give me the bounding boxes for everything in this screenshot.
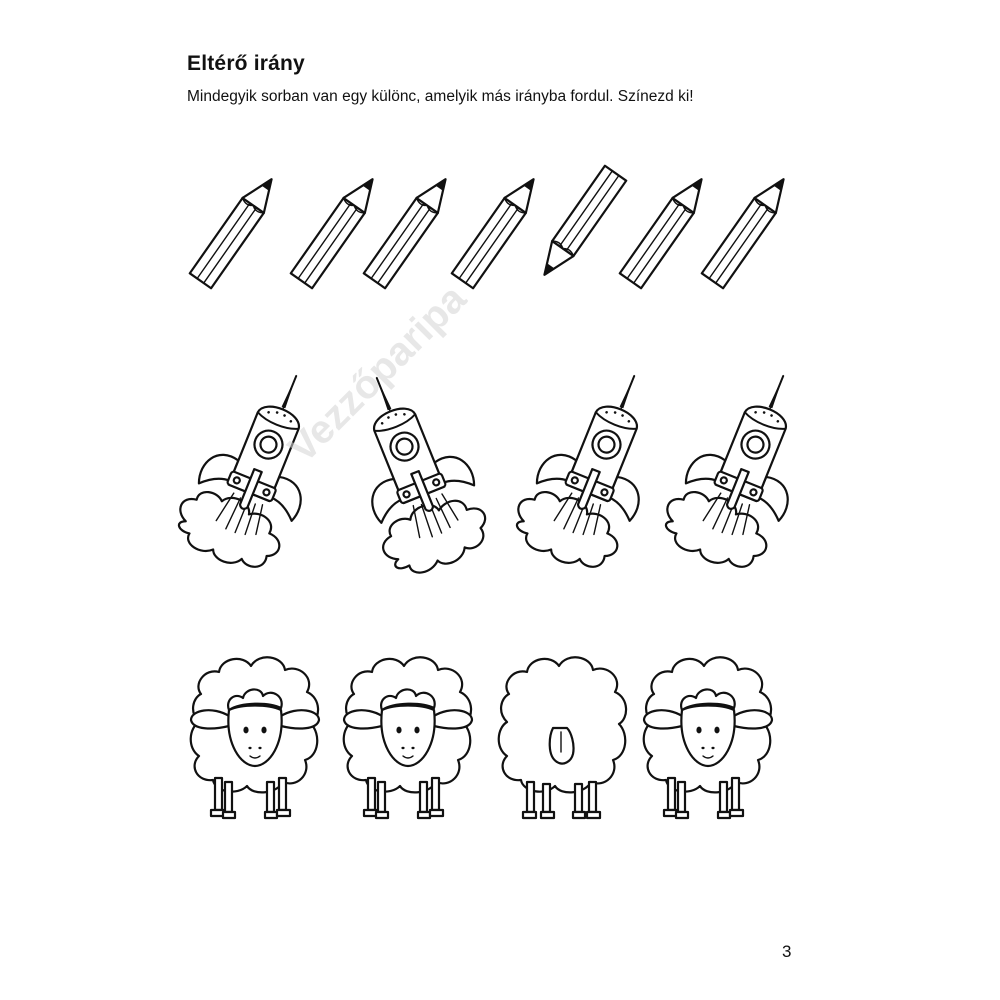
pencil-5-odd[interactable]: [532, 164, 628, 284]
pencil-4[interactable]: [450, 170, 546, 290]
page-title: Eltérő irány: [187, 52, 305, 75]
rocket-row: [166, 351, 834, 586]
instructions-text: Mindegyik sorban van egy különc, amelyik…: [187, 88, 694, 105]
sheep-2[interactable]: [342, 656, 474, 820]
sheep-4[interactable]: [642, 656, 774, 820]
rocket-1[interactable]: [166, 351, 347, 582]
sheep-3-odd[interactable]: [497, 656, 628, 820]
pencil-7[interactable]: [700, 170, 796, 290]
sheep-1[interactable]: [189, 656, 321, 820]
rocket-4[interactable]: [653, 351, 834, 582]
pencil-1[interactable]: [188, 170, 284, 290]
sheep-row: [189, 656, 774, 820]
pencil-6[interactable]: [618, 170, 714, 290]
pencil-3[interactable]: [362, 170, 458, 290]
pencil-row: [188, 164, 796, 290]
page-number: 3: [782, 942, 792, 961]
rocket-3[interactable]: [504, 351, 685, 582]
